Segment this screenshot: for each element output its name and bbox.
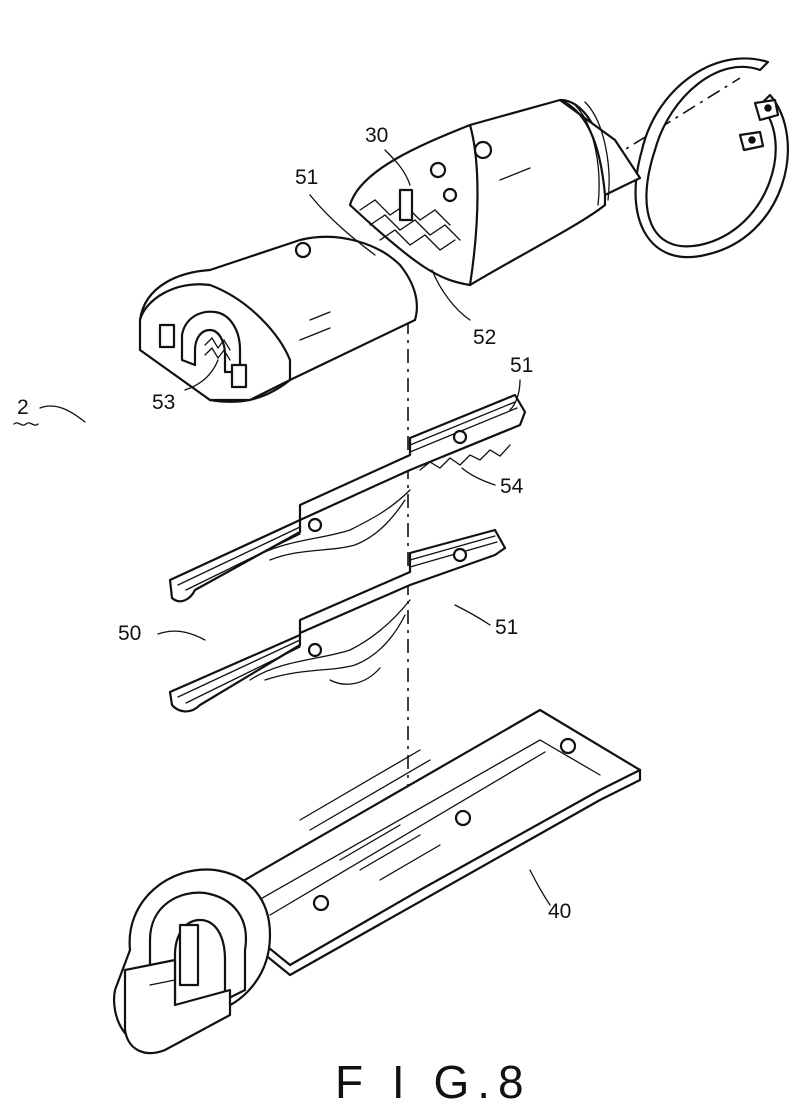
leader-50 [157, 630, 206, 641]
label-2: 2 [17, 396, 29, 419]
leader-40 [529, 869, 551, 906]
label-53: 53 [152, 391, 175, 414]
upper-plate [168, 393, 527, 603]
leader-53 [184, 359, 219, 391]
leader-52 [431, 269, 471, 321]
label-51-top: 51 [295, 166, 318, 189]
leader-51-top [309, 194, 376, 256]
label-54: 54 [500, 475, 524, 498]
figure-caption: F I G.8 [335, 1056, 532, 1108]
label-50: 50 [118, 622, 141, 645]
leader-51-low [454, 604, 491, 626]
leader-51-mid [509, 379, 521, 411]
upper-housing-left [138, 235, 418, 403]
label-52: 52 [473, 326, 496, 349]
label-40: 40 [548, 900, 571, 923]
label-51-mid: 51 [510, 354, 533, 377]
upper-housing-right [348, 98, 642, 287]
label-30: 30 [365, 124, 388, 147]
label-2-underline [13, 422, 39, 426]
retaining-ring [634, 57, 789, 259]
middle-plate [168, 528, 507, 713]
lower-housing [113, 708, 642, 1055]
leader-2 [39, 405, 86, 423]
leader-54 [461, 467, 496, 486]
label-51-low: 51 [495, 616, 518, 639]
leader-30 [384, 149, 411, 186]
